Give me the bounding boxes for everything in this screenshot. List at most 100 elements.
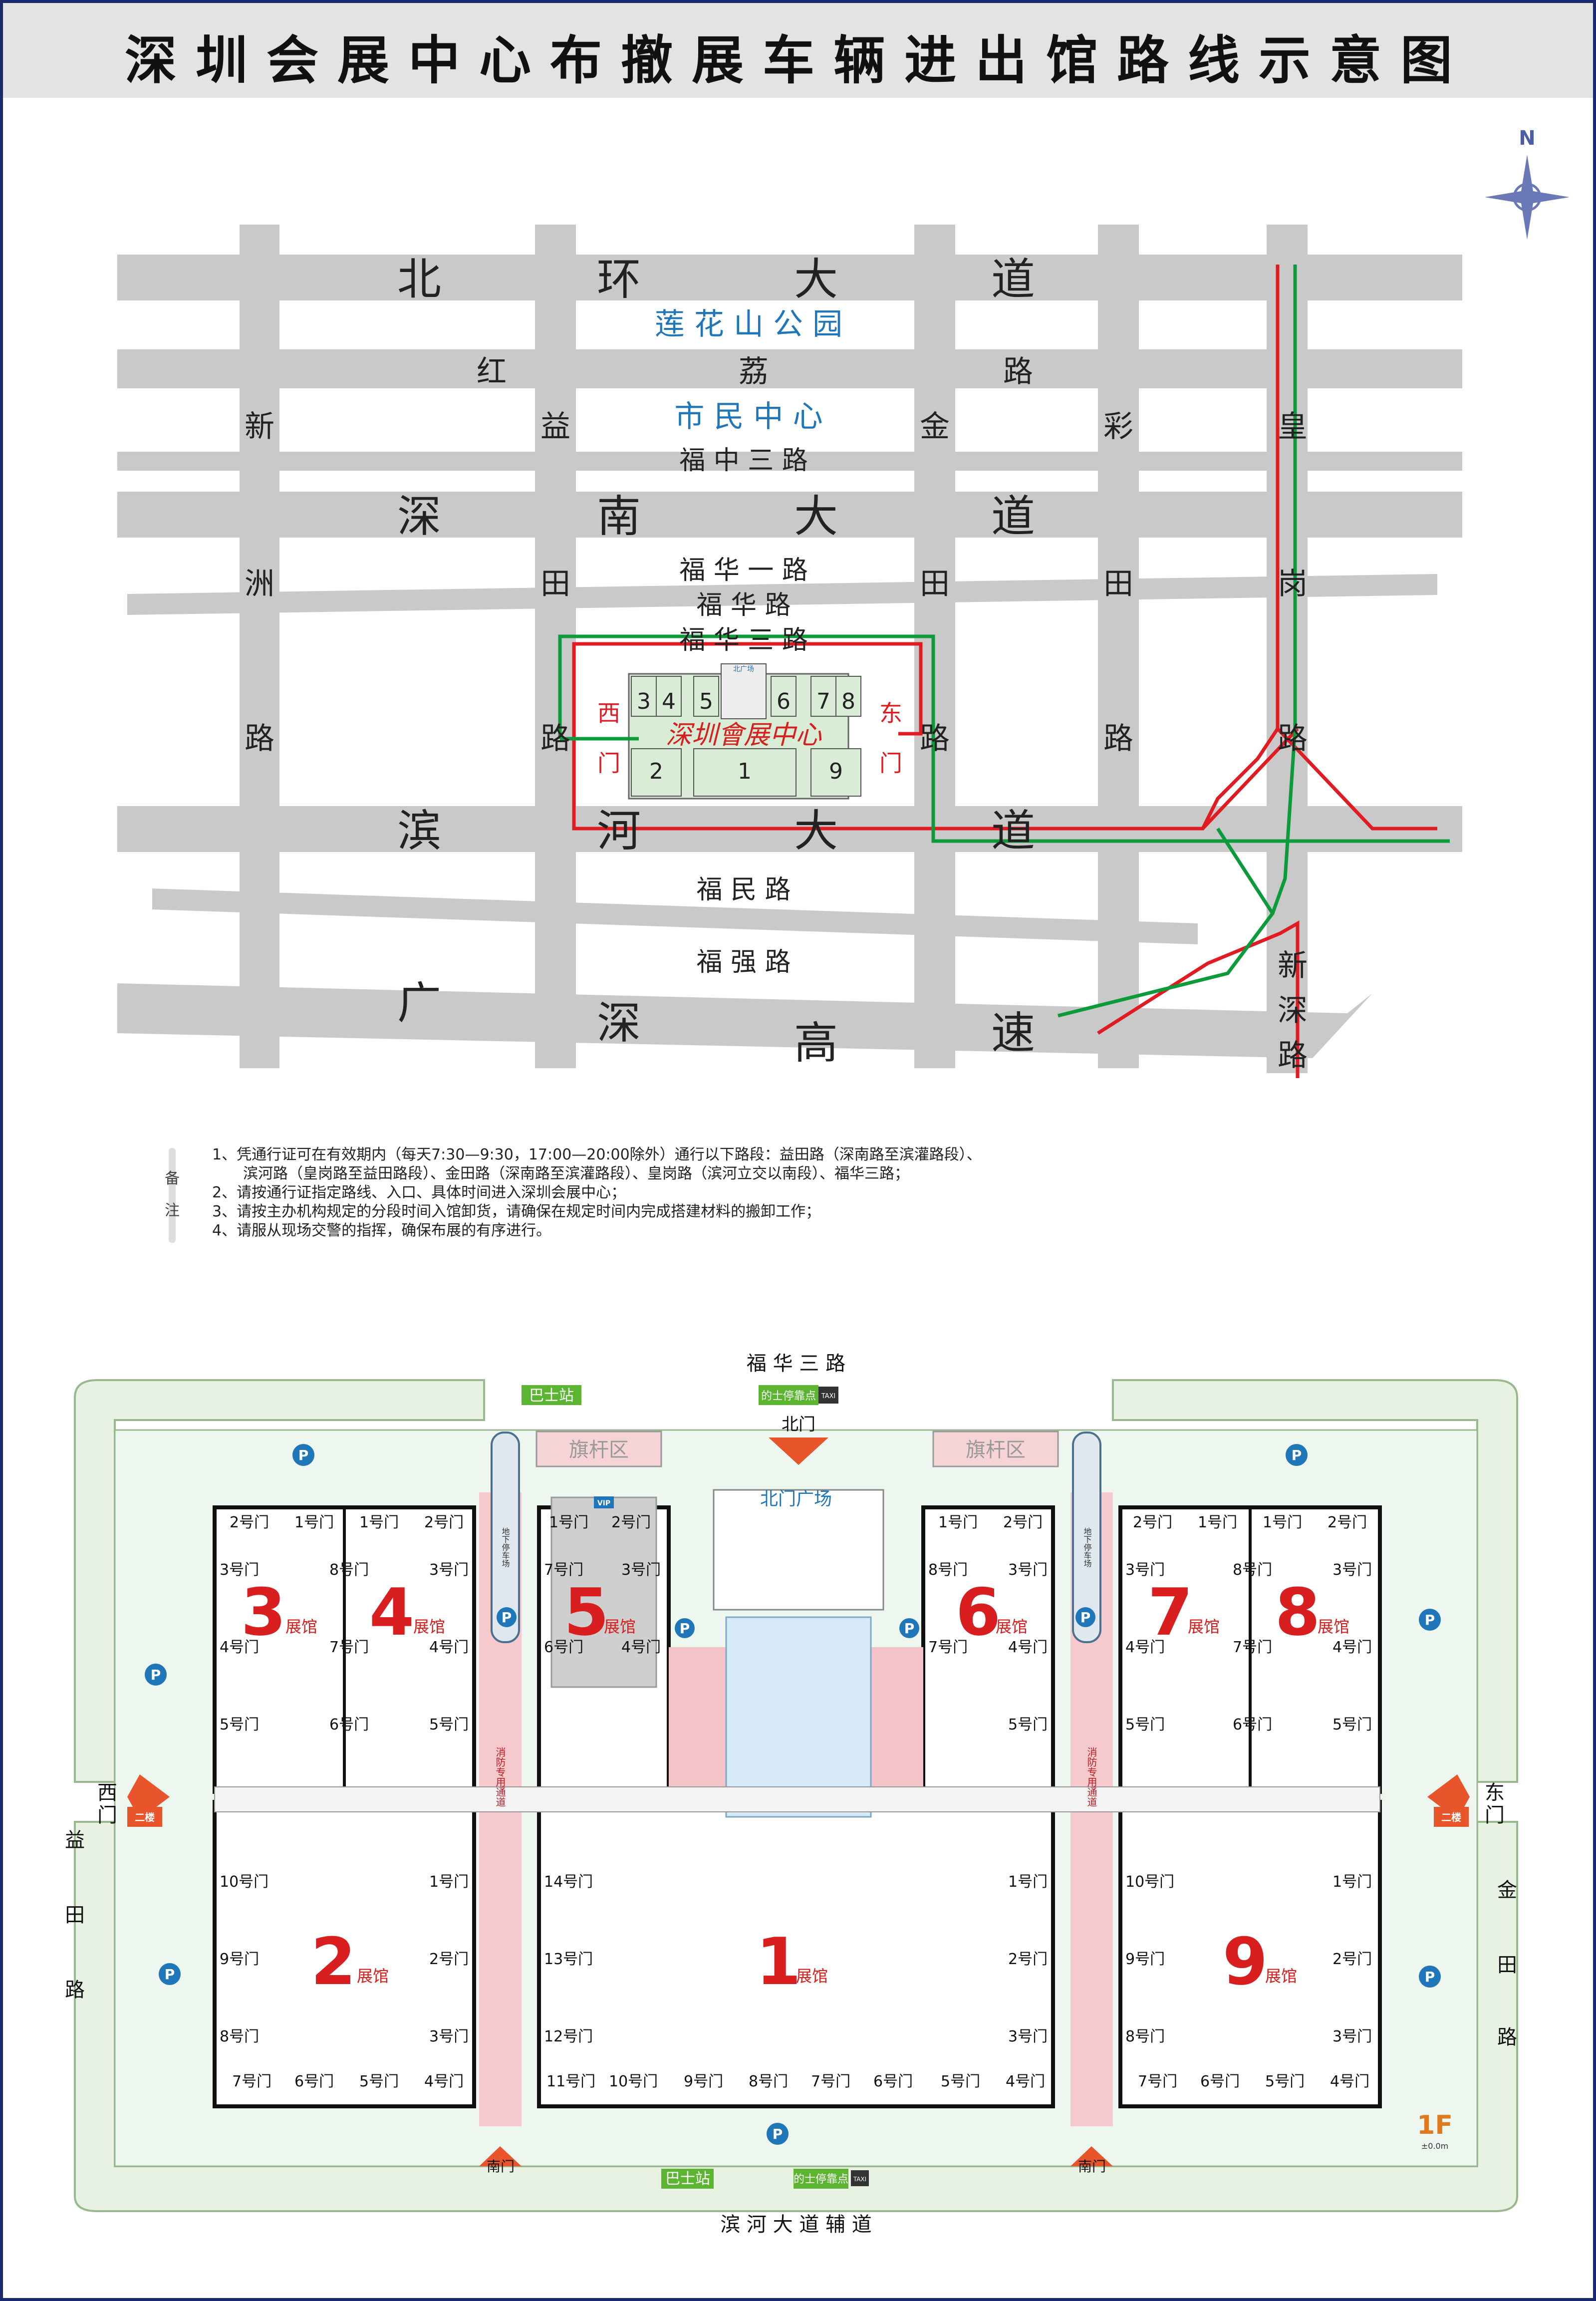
svg-text:4: 4 bbox=[662, 689, 676, 714]
svg-text:7号门: 7号门 bbox=[811, 2073, 850, 2090]
svg-text:的士停靠点: 的士停靠点 bbox=[761, 1390, 816, 1403]
svg-text:4号门: 4号门 bbox=[424, 2073, 464, 2090]
svg-text:1号门: 1号门 bbox=[1008, 1873, 1048, 1891]
svg-text:田: 田 bbox=[1497, 1954, 1517, 1977]
svg-text:11号门: 11号门 bbox=[546, 2073, 595, 2090]
svg-text:4号门: 4号门 bbox=[429, 1639, 469, 1656]
svg-text:路: 路 bbox=[1103, 721, 1133, 756]
svg-text:2号门: 2号门 bbox=[1008, 1951, 1048, 1968]
title-bar: 深圳会展中心布撤展车辆进出馆路线示意图 bbox=[3, 3, 1593, 98]
svg-text:展馆: 展馆 bbox=[413, 1617, 445, 1636]
svg-text:P: P bbox=[1292, 1447, 1302, 1463]
svg-text:P: P bbox=[1080, 1609, 1091, 1626]
svg-text:3号门: 3号门 bbox=[1008, 1561, 1048, 1579]
svg-text:4: 4 bbox=[369, 1574, 414, 1650]
svg-text:深: 深 bbox=[1278, 993, 1308, 1028]
svg-text:西: 西 bbox=[97, 1781, 117, 1804]
svg-text:福 强 路: 福 强 路 bbox=[696, 947, 791, 977]
svg-text:红: 红 bbox=[477, 354, 507, 389]
green-route bbox=[558, 265, 1450, 1018]
svg-text:西: 西 bbox=[597, 700, 620, 727]
svg-text:展馆: 展馆 bbox=[604, 1617, 636, 1636]
svg-text:1F: 1F bbox=[1417, 2110, 1453, 2140]
svg-text:道: 道 bbox=[991, 254, 1035, 305]
svg-text:门: 门 bbox=[1485, 1804, 1505, 1827]
svg-text:P: P bbox=[904, 1620, 915, 1637]
svg-text:2号门: 2号门 bbox=[1003, 1514, 1043, 1531]
svg-text:市 民 中 心: 市 民 中 心 bbox=[674, 399, 822, 434]
svg-text:3号门: 3号门 bbox=[429, 1561, 469, 1579]
svg-text:9号门: 9号门 bbox=[684, 2073, 723, 2090]
svg-text:巴士站: 巴士站 bbox=[529, 1387, 574, 1405]
svg-text:4号门: 4号门 bbox=[1008, 1639, 1048, 1656]
svg-text:N: N bbox=[1519, 127, 1535, 150]
svg-text:岗: 岗 bbox=[1278, 567, 1308, 601]
minor-road-labels: 莲 花 山 公 园 红 荔 路 市 民 中 心 福 中 三 路 福 华 一 路 … bbox=[245, 307, 1308, 1073]
svg-text:北广场: 北广场 bbox=[733, 665, 754, 673]
svg-text:展馆: 展馆 bbox=[796, 1967, 828, 1986]
road-network bbox=[117, 225, 1462, 1073]
svg-text:旗杆区: 旗杆区 bbox=[569, 1438, 629, 1461]
svg-text:5号门: 5号门 bbox=[941, 2073, 980, 2090]
svg-text:5号门: 5号门 bbox=[1008, 1716, 1048, 1733]
svg-text:深圳會展中心: 深圳會展中心 bbox=[666, 720, 822, 750]
svg-text:8号门: 8号门 bbox=[749, 2073, 788, 2090]
svg-text:4号门: 4号门 bbox=[1332, 1639, 1372, 1656]
exhibition-center-block bbox=[628, 663, 861, 800]
svg-text:1号门: 1号门 bbox=[359, 1514, 399, 1531]
svg-text:9: 9 bbox=[1223, 1924, 1268, 2000]
svg-text:7号门: 7号门 bbox=[1233, 1639, 1272, 1656]
svg-text:8号门: 8号门 bbox=[928, 1561, 968, 1579]
svg-text:5号门: 5号门 bbox=[1265, 2073, 1305, 2090]
svg-text:3号门: 3号门 bbox=[429, 2028, 469, 2045]
svg-text:2号门: 2号门 bbox=[611, 1514, 651, 1531]
svg-text:P: P bbox=[502, 1609, 512, 1626]
page-title: 深圳会展中心布撤展车辆进出馆路线示意图 bbox=[124, 30, 1471, 91]
svg-text:5号门: 5号门 bbox=[220, 1716, 259, 1733]
svg-text:10号门: 10号门 bbox=[1125, 1873, 1174, 1891]
svg-text:东: 东 bbox=[879, 700, 902, 727]
svg-text:6: 6 bbox=[777, 689, 791, 714]
svg-text:14号门: 14号门 bbox=[544, 1873, 593, 1891]
svg-text:2号门: 2号门 bbox=[1328, 1514, 1367, 1531]
svg-text:3号门: 3号门 bbox=[220, 1561, 259, 1579]
svg-text:田: 田 bbox=[65, 1904, 85, 1927]
svg-text:大: 大 bbox=[794, 491, 838, 542]
notes-label: 备 注 bbox=[165, 1170, 180, 1219]
svg-text:7号门: 7号门 bbox=[928, 1639, 968, 1656]
svg-text:地下停车场: 地下停车场 bbox=[501, 1527, 510, 1568]
svg-text:4号门: 4号门 bbox=[1006, 2073, 1045, 2090]
svg-text:TAXI: TAXI bbox=[821, 1393, 836, 1400]
plan-top-road: 福 华 三 路 bbox=[747, 1352, 845, 1375]
svg-text:旗杆区: 旗杆区 bbox=[966, 1438, 1026, 1461]
svg-text:2号门: 2号门 bbox=[230, 1514, 269, 1531]
svg-text:田: 田 bbox=[1103, 567, 1133, 601]
svg-text:莲 花 山 公 园: 莲 花 山 公 园 bbox=[655, 307, 842, 342]
svg-text:VIP: VIP bbox=[597, 1499, 610, 1507]
svg-text:展馆: 展馆 bbox=[996, 1617, 1028, 1636]
svg-text:9: 9 bbox=[829, 759, 843, 784]
svg-text:路: 路 bbox=[540, 721, 570, 756]
svg-text:新: 新 bbox=[1278, 948, 1308, 983]
svg-text:环: 环 bbox=[597, 254, 641, 305]
svg-text:北: 北 bbox=[397, 254, 441, 305]
svg-text:3号门: 3号门 bbox=[1008, 2028, 1048, 2045]
svg-text:道: 道 bbox=[991, 805, 1035, 857]
svg-text:1号门: 1号门 bbox=[1332, 1873, 1372, 1891]
svg-text:大: 大 bbox=[794, 805, 838, 857]
svg-text:3: 3 bbox=[241, 1574, 286, 1650]
svg-text:2: 2 bbox=[649, 759, 663, 784]
svg-text:4号门: 4号门 bbox=[1125, 1639, 1165, 1656]
svg-text:地下停车场: 地下停车场 bbox=[1082, 1527, 1092, 1568]
svg-text:消防专用通道: 消防专用通道 bbox=[1085, 1747, 1097, 1807]
svg-text:河: 河 bbox=[597, 805, 641, 857]
note-line: 2、请按通行证指定路线、入口、具体时间进入深圳会展中心； bbox=[212, 1184, 626, 1201]
svg-text:P: P bbox=[773, 2126, 783, 2142]
svg-text:9号门: 9号门 bbox=[1125, 1951, 1165, 1968]
svg-text:2号门: 2号门 bbox=[1133, 1514, 1172, 1531]
svg-text:4号门: 4号门 bbox=[220, 1639, 259, 1656]
svg-text:7: 7 bbox=[1148, 1574, 1193, 1650]
svg-text:大: 大 bbox=[794, 254, 838, 305]
svg-text:金: 金 bbox=[920, 409, 950, 444]
